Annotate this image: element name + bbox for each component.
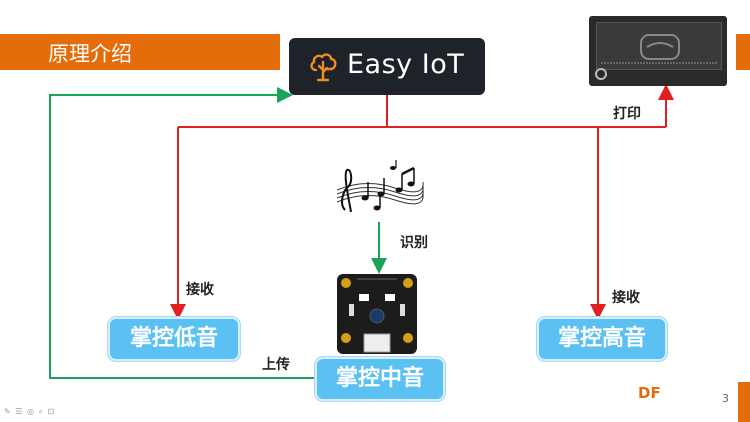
cloud-tree-icon (310, 53, 337, 82)
label-recognize: 识别 (400, 235, 428, 251)
slide-toolbar[interactable]: ✎ ☰ ◎ ⌕ ⊡ (4, 407, 56, 416)
label-receive-left: 接收 (186, 282, 214, 298)
sensor-board-details (341, 278, 413, 353)
page-title: 原理介绍 (48, 42, 132, 66)
node-mid-pitch: 掌控中音 (315, 357, 445, 401)
music-notes-icon (336, 160, 424, 213)
node-high-pitch: 掌控高音 (537, 317, 667, 361)
label-upload: 上传 (262, 357, 290, 373)
corner-accent (738, 382, 750, 422)
sound-sensor-board-icon (337, 274, 417, 354)
label-print: 打印 (613, 106, 641, 122)
printer-button (595, 68, 607, 80)
label-receive-right: 接收 (612, 290, 640, 306)
green-line-upload (49, 87, 318, 379)
printer-paper-slot (601, 34, 717, 64)
title-bar-accent (736, 34, 750, 70)
title-bar: 原理介绍 (0, 34, 280, 70)
easy-iot-label: Easy IoT (347, 49, 465, 80)
brand-logo: DF (638, 384, 661, 402)
node-low-pitch: 掌控低音 (108, 317, 240, 361)
thermal-printer-icon (589, 16, 727, 86)
printer-front (596, 22, 722, 70)
easy-iot-node: Easy IoT (289, 38, 485, 95)
page-number: 3 (722, 392, 729, 405)
